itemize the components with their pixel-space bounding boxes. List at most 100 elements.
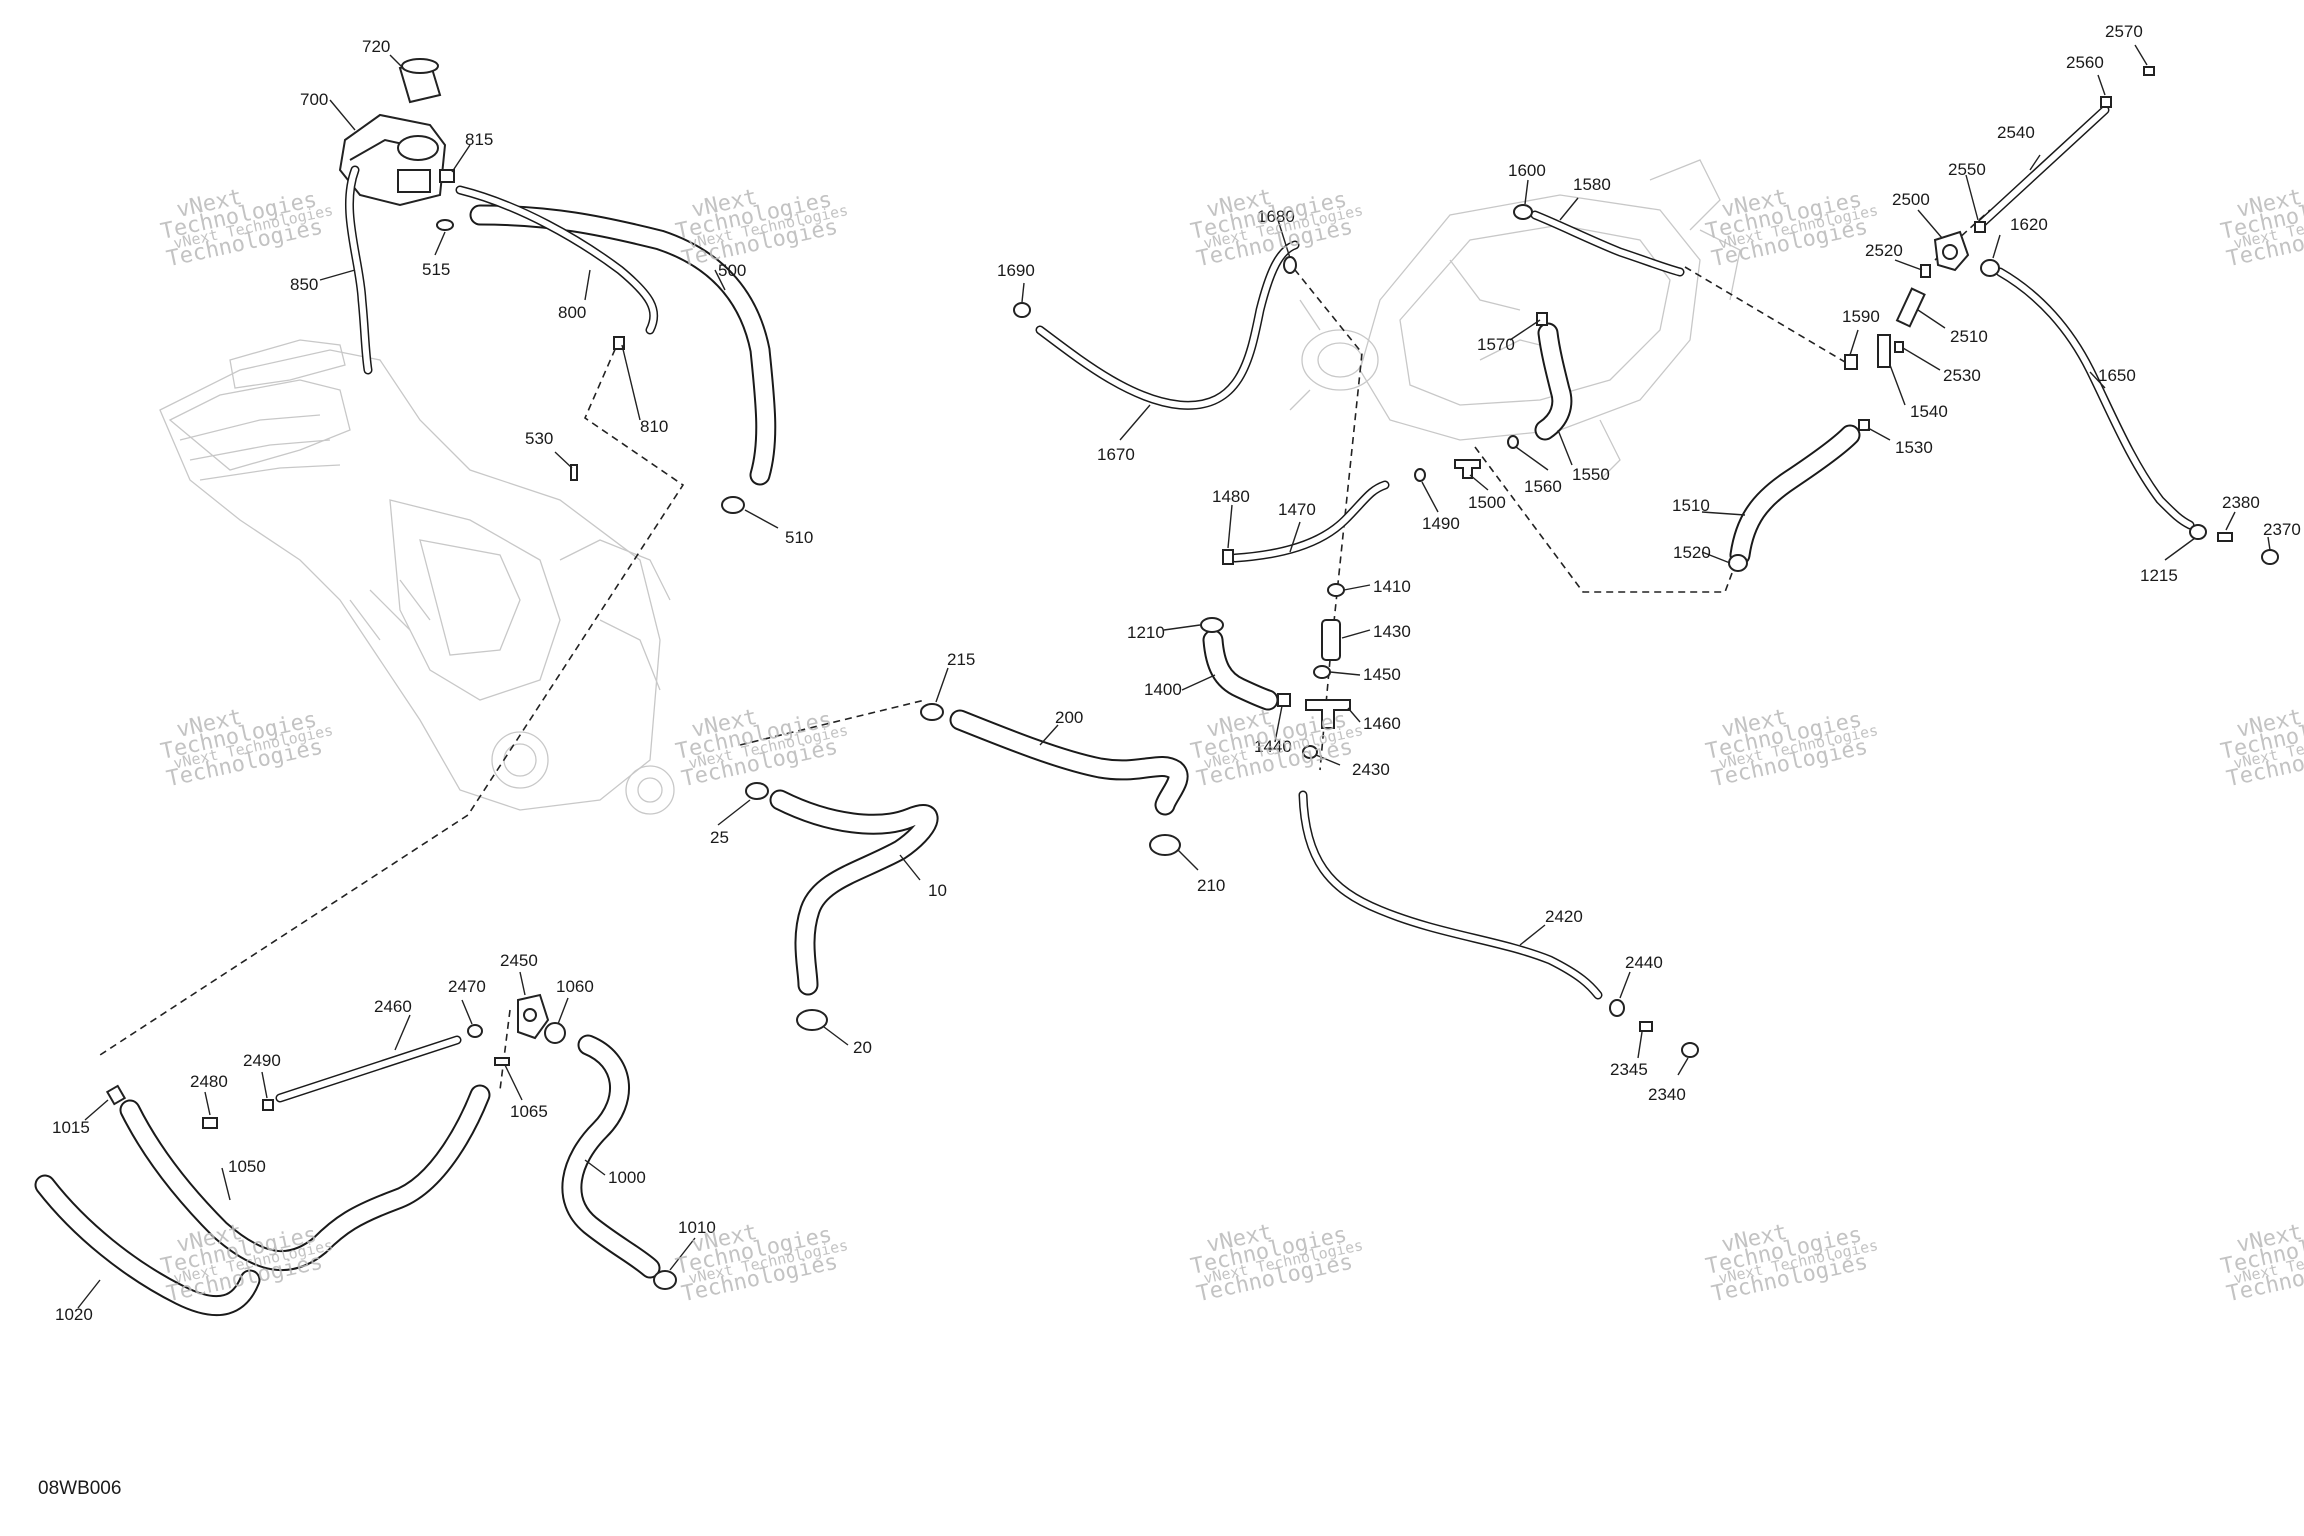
hose-200	[949, 709, 1189, 816]
coolant-reservoir	[338, 113, 447, 207]
label-810: 810	[640, 417, 668, 436]
label-215: 215	[947, 650, 975, 669]
clamp-1680	[1283, 256, 1297, 274]
clamp-1600	[1513, 204, 1533, 220]
leader-lines	[77, 44, 2271, 1309]
label-1480: 1480	[1212, 487, 1250, 506]
label-2340: 2340	[1648, 1085, 1686, 1104]
label-2430: 2430	[1352, 760, 1390, 779]
label-1050: 1050	[228, 1157, 266, 1176]
fitting-2380	[2217, 532, 2233, 542]
label-1600: 1600	[1508, 161, 1546, 180]
hose-1580	[1530, 210, 1685, 277]
label-2560: 2560	[2066, 53, 2104, 72]
label-2490: 2490	[243, 1051, 281, 1070]
hose-1020	[34, 1174, 261, 1317]
label-1580: 1580	[1573, 175, 1611, 194]
tee-1500	[1454, 459, 1481, 479]
label-1530: 1530	[1895, 438, 1933, 457]
label-1620: 1620	[2010, 215, 2048, 234]
hose-1650	[1995, 267, 2195, 530]
fitting-810	[613, 336, 625, 350]
label-1210: 1210	[1127, 623, 1165, 642]
label-1215: 1215	[2140, 566, 2178, 585]
label-1460: 1460	[1363, 714, 1401, 733]
jet-pump-outline	[1289, 159, 1741, 481]
fitting-2370	[2261, 549, 2279, 565]
fitting-1590	[1844, 354, 1858, 370]
hose-1050	[119, 1084, 491, 1272]
label-800: 800	[558, 303, 586, 322]
clamp-1690	[1013, 302, 1031, 318]
screw-530	[570, 464, 578, 481]
label-1490: 1490	[1422, 514, 1460, 533]
label-1010: 1010	[678, 1218, 716, 1237]
fitting-1450	[1313, 665, 1331, 679]
fitting-2490	[262, 1099, 274, 1111]
label-1015: 1015	[52, 1118, 90, 1137]
fitting-2520	[1920, 264, 1931, 278]
fitting-2550	[1974, 221, 1986, 233]
label-1440: 1440	[1254, 737, 1292, 756]
label-1560: 1560	[1524, 477, 1562, 496]
label-2480: 2480	[190, 1072, 228, 1091]
reservoir-cap	[398, 58, 442, 104]
hose-2460	[275, 1035, 462, 1103]
label-200: 200	[1055, 708, 1083, 727]
label-210: 210	[1197, 876, 1225, 895]
label-530: 530	[525, 429, 553, 448]
fitting-2530	[1894, 341, 1904, 353]
fitting-1440	[1277, 693, 1291, 707]
label-1510: 1510	[1672, 496, 1710, 515]
valve-2500	[1933, 230, 1970, 272]
label-1020: 1020	[55, 1305, 93, 1324]
label-1450: 1450	[1363, 665, 1401, 684]
clamp-215	[920, 703, 944, 721]
fitting-1410	[1327, 583, 1345, 597]
label-1690: 1690	[997, 261, 1035, 280]
clamp-2430	[1302, 745, 1318, 759]
valve-2450	[517, 993, 550, 1040]
hose-1430	[1321, 619, 1341, 661]
label-2540: 2540	[1997, 123, 2035, 142]
label-1500: 1500	[1468, 493, 1506, 512]
clamp-1215	[2189, 524, 2207, 540]
label-1680: 1680	[1257, 207, 1295, 226]
fitting-1015	[105, 1084, 127, 1106]
label-1520: 1520	[1673, 543, 1711, 562]
label-1065: 1065	[510, 1102, 548, 1121]
hose-2420	[1298, 790, 1603, 1000]
hose-1400	[1202, 629, 1279, 711]
label-1590: 1590	[1842, 307, 1880, 326]
label-1410: 1410	[1373, 577, 1411, 596]
label-1430: 1430	[1373, 622, 1411, 641]
routing-dashes	[99, 209, 1991, 1091]
label-2520: 2520	[1865, 241, 1903, 260]
fitting-1530	[1858, 419, 1870, 431]
engine-outline	[159, 339, 675, 815]
clamp-1010	[653, 1270, 677, 1290]
clamp-210	[1149, 834, 1181, 856]
label-25: 25	[710, 828, 729, 847]
label-1650: 1650	[2098, 366, 2136, 385]
label-850: 850	[290, 275, 318, 294]
label-2510: 2510	[1950, 327, 1988, 346]
hose-800	[455, 185, 659, 335]
label-1400: 1400	[1144, 680, 1182, 699]
label-2420: 2420	[1545, 907, 1583, 926]
clamp-1520	[1728, 554, 1748, 572]
clamp-20	[796, 1009, 828, 1031]
drawing-code: 08WB006	[38, 1478, 122, 1499]
label-515: 515	[422, 260, 450, 279]
hose-1550	[1534, 322, 1573, 441]
label-2345: 2345	[1610, 1060, 1648, 1079]
